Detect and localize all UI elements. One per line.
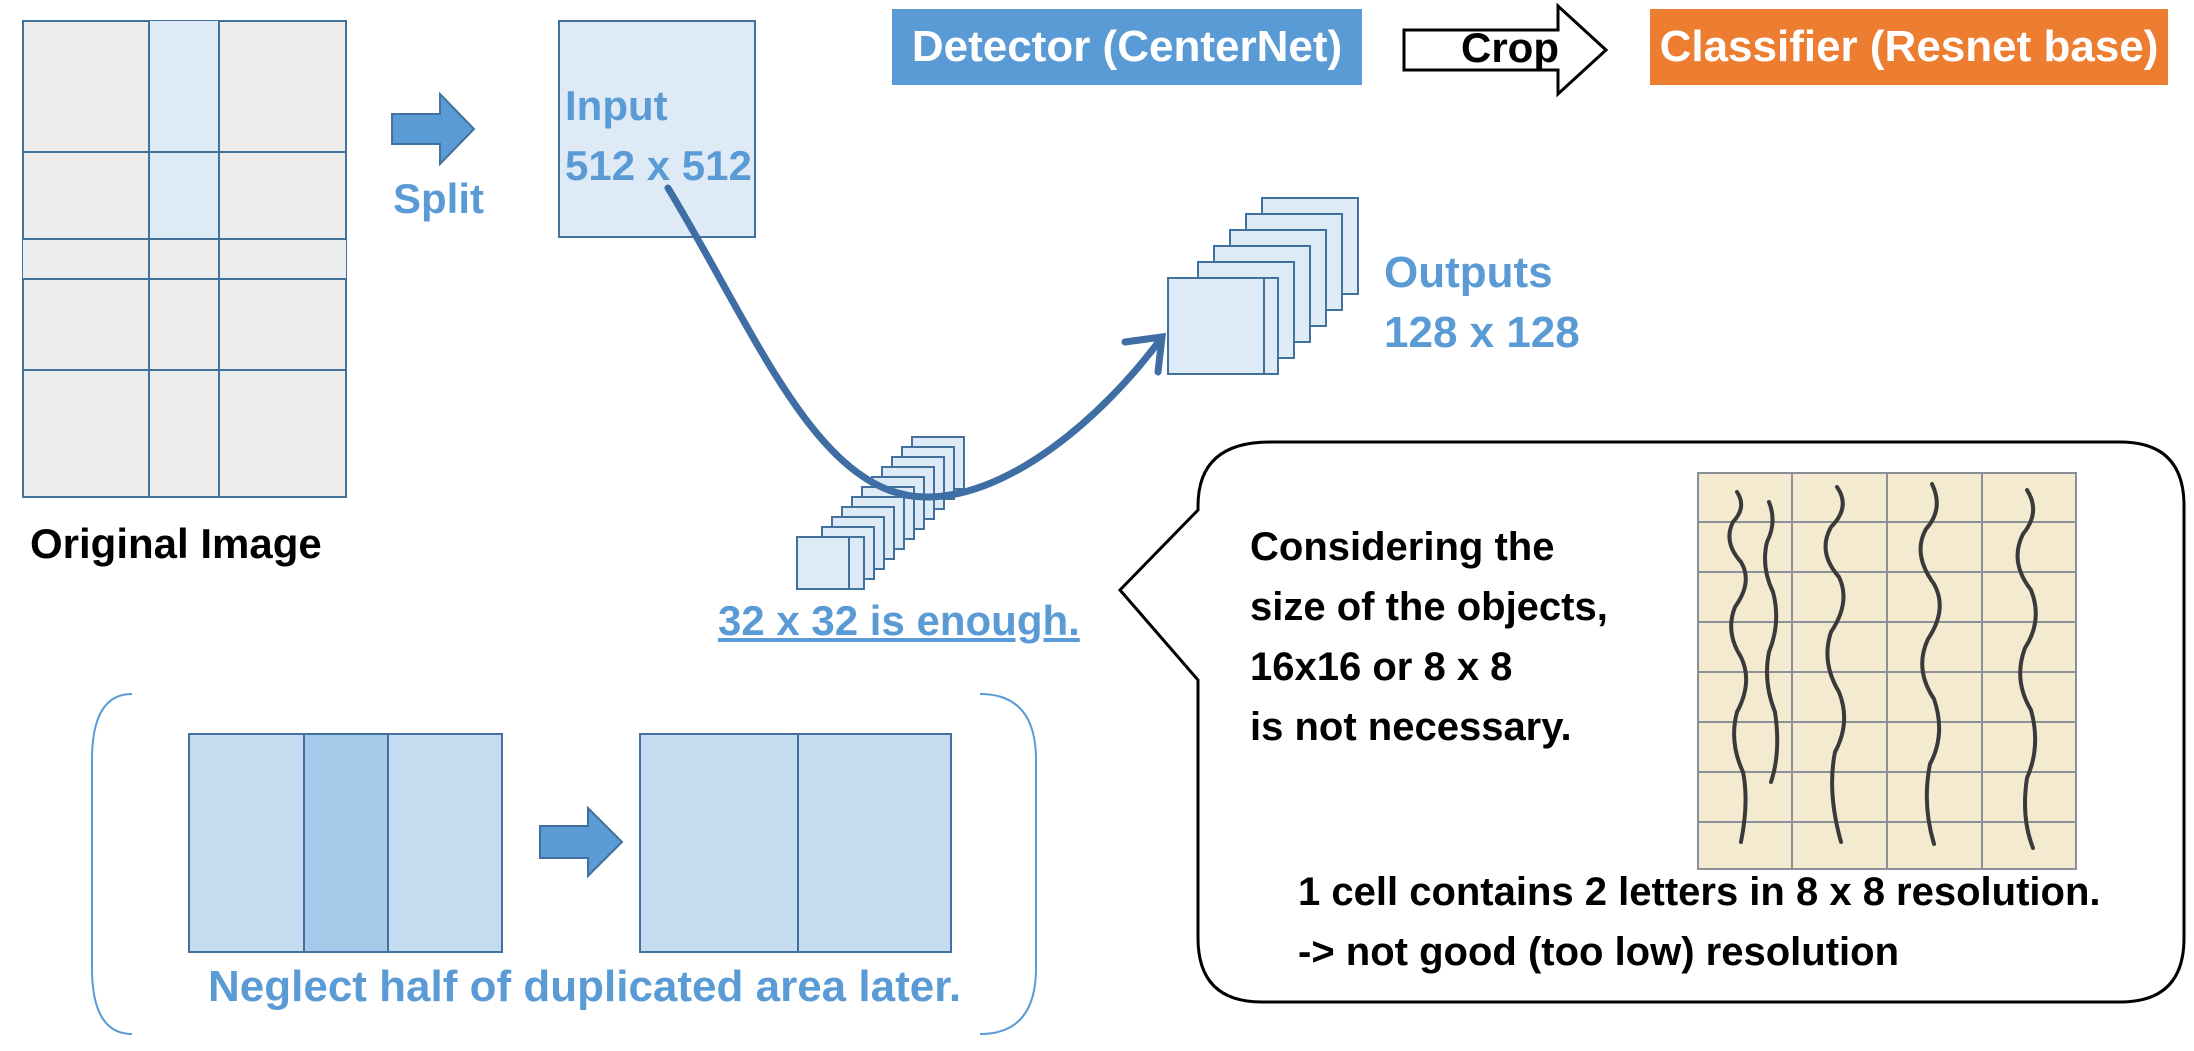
overlap-before	[188, 733, 503, 953]
crop-label: Crop	[1461, 24, 1559, 71]
input-label: Input	[565, 82, 668, 129]
cell-resolution-line-2: -> not good (too low) resolution	[1298, 930, 1899, 974]
input-size-label: 512 x 512	[565, 142, 752, 189]
cell-resolution-line-1: 1 cell contains 2 letters in 8 x 8 resol…	[1298, 870, 2101, 914]
neglect-arrow-icon	[539, 805, 624, 879]
detector-box: Detector (CenterNet)	[892, 9, 1362, 85]
split-label: Split	[393, 175, 484, 222]
handwritten-document-image	[1697, 472, 2077, 870]
considering-line-2: size of the objects,	[1250, 585, 1608, 629]
considering-line-3: 16x16 or 8 x 8	[1250, 645, 1513, 689]
overlap-after	[639, 733, 952, 953]
small-feature-stack	[796, 436, 965, 590]
large-feature-stack	[1167, 197, 1359, 375]
downsample-curve-arrow	[664, 184, 1164, 501]
considering-line-4: is not necessary.	[1250, 705, 1572, 749]
crop-arrow-shape	[1402, 2, 1609, 98]
classifier-label: Classifier (Resnet base)	[1659, 22, 2159, 71]
input-box	[558, 20, 756, 238]
handwriting-strokes	[1727, 482, 2038, 850]
bracket-right	[979, 693, 1037, 1035]
outputs-size-label: 128 x 128	[1384, 308, 1580, 357]
enough-label: 32 x 32 is enough.	[718, 597, 1080, 644]
classifier-box: Classifier (Resnet base)	[1650, 9, 2168, 85]
neglect-label: Neglect half of duplicated area later.	[208, 962, 962, 1011]
curve-arrowhead-icon	[1121, 332, 1166, 376]
detector-label: Detector (CenterNet)	[911, 22, 1343, 71]
original-image-grid	[22, 20, 347, 498]
split-arrow-icon	[391, 92, 476, 166]
bracket-left	[91, 693, 133, 1035]
original-image-label: Original Image	[30, 520, 322, 567]
outputs-label: Outputs	[1384, 248, 1553, 297]
considering-line-1: Considering the	[1250, 525, 1555, 569]
